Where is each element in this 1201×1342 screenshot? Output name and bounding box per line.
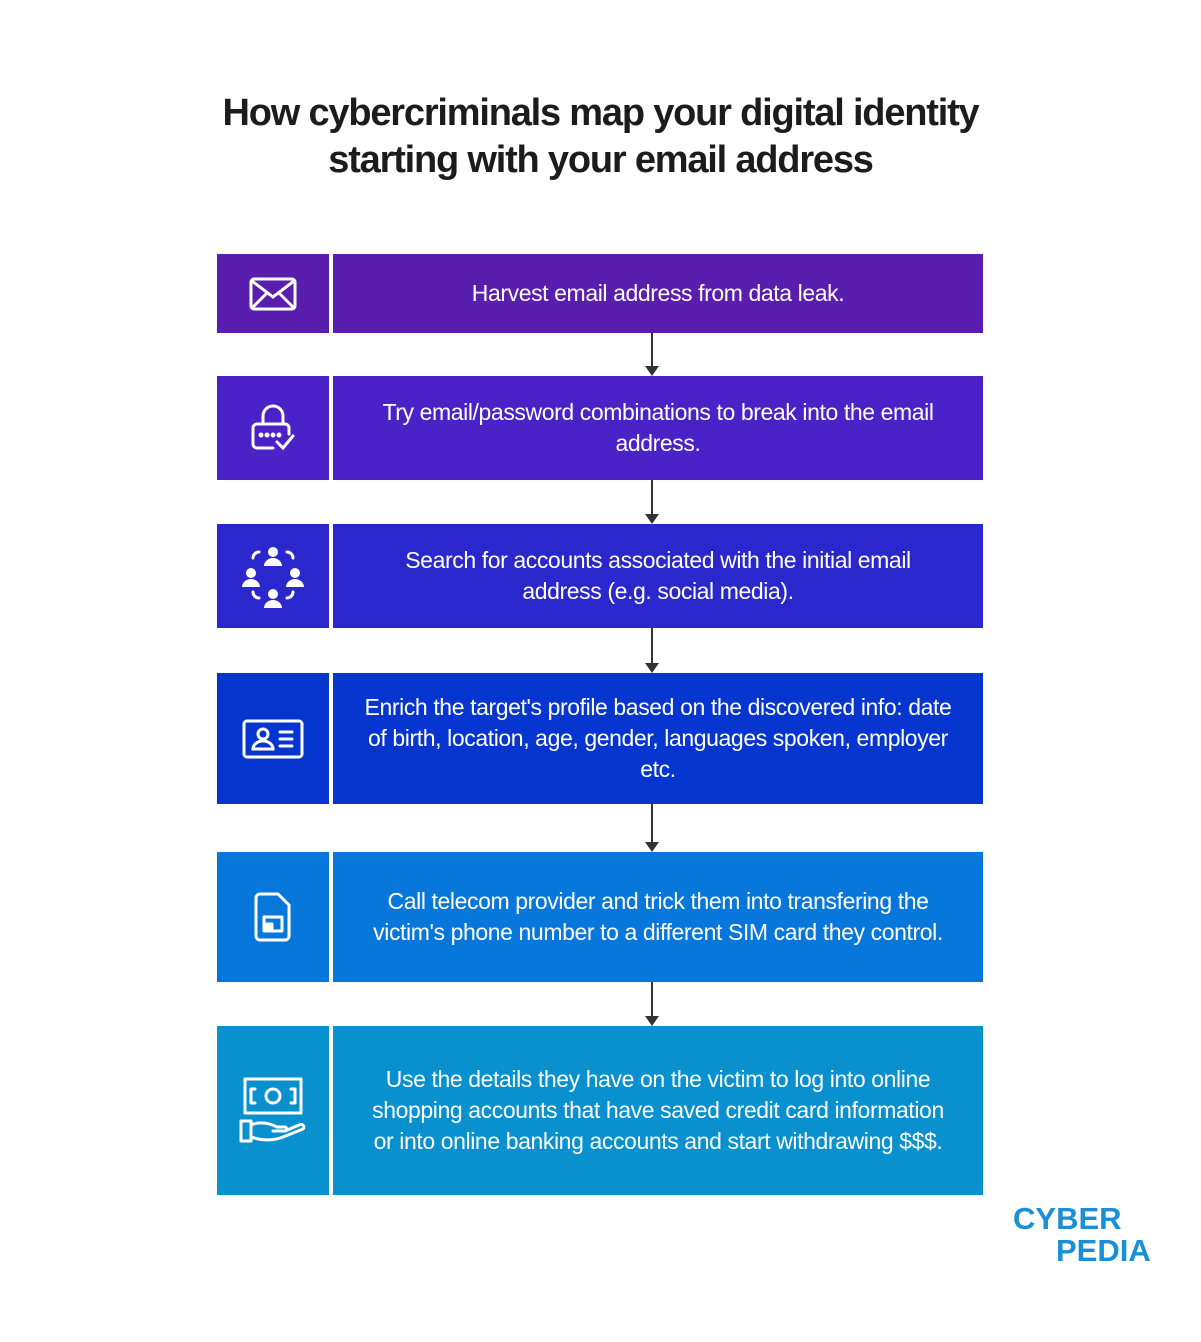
arrow-down-icon [645,628,659,673]
arrow-down-icon [645,982,659,1026]
sim-card-icon [217,852,329,982]
id-card-icon [217,673,329,804]
title-line-2: starting with your email address [328,139,874,181]
step-text: Harvest email address from data leak. [333,254,983,333]
step-1: Harvest email address from data leak. [217,254,983,333]
arrow-down-icon [645,804,659,852]
step-text: Use the details they have on the victim … [333,1026,983,1195]
step-2: Try email/password combinations to break… [217,376,983,480]
step-text: Call telecom provider and trick them int… [333,852,983,982]
envelope-icon [217,254,329,333]
step-4: Enrich the target's profile based on the… [217,673,983,804]
cyberpedia-logo: CYBER PEDIA [1013,1203,1151,1267]
cash-hand-icon [217,1026,329,1195]
lock-check-icon [217,376,329,480]
people-network-icon [217,524,329,628]
logo-line-1: CYBER [1013,1201,1122,1236]
step-3: Search for accounts associated with the … [217,524,983,628]
step-6: Use the details they have on the victim … [217,1026,983,1195]
logo-line-2: PEDIA [1056,1233,1151,1268]
step-text: Search for accounts associated with the … [333,524,983,628]
step-text: Enrich the target's profile based on the… [333,673,983,804]
arrow-down-icon [645,480,659,524]
step-text: Try email/password combinations to break… [333,376,983,480]
step-5: Call telecom provider and trick them int… [217,852,983,982]
title-line-1: How cybercriminals map your digital iden… [222,92,980,134]
arrow-down-icon [645,333,659,376]
page-title: How cybercriminals map your digital iden… [0,90,1201,184]
